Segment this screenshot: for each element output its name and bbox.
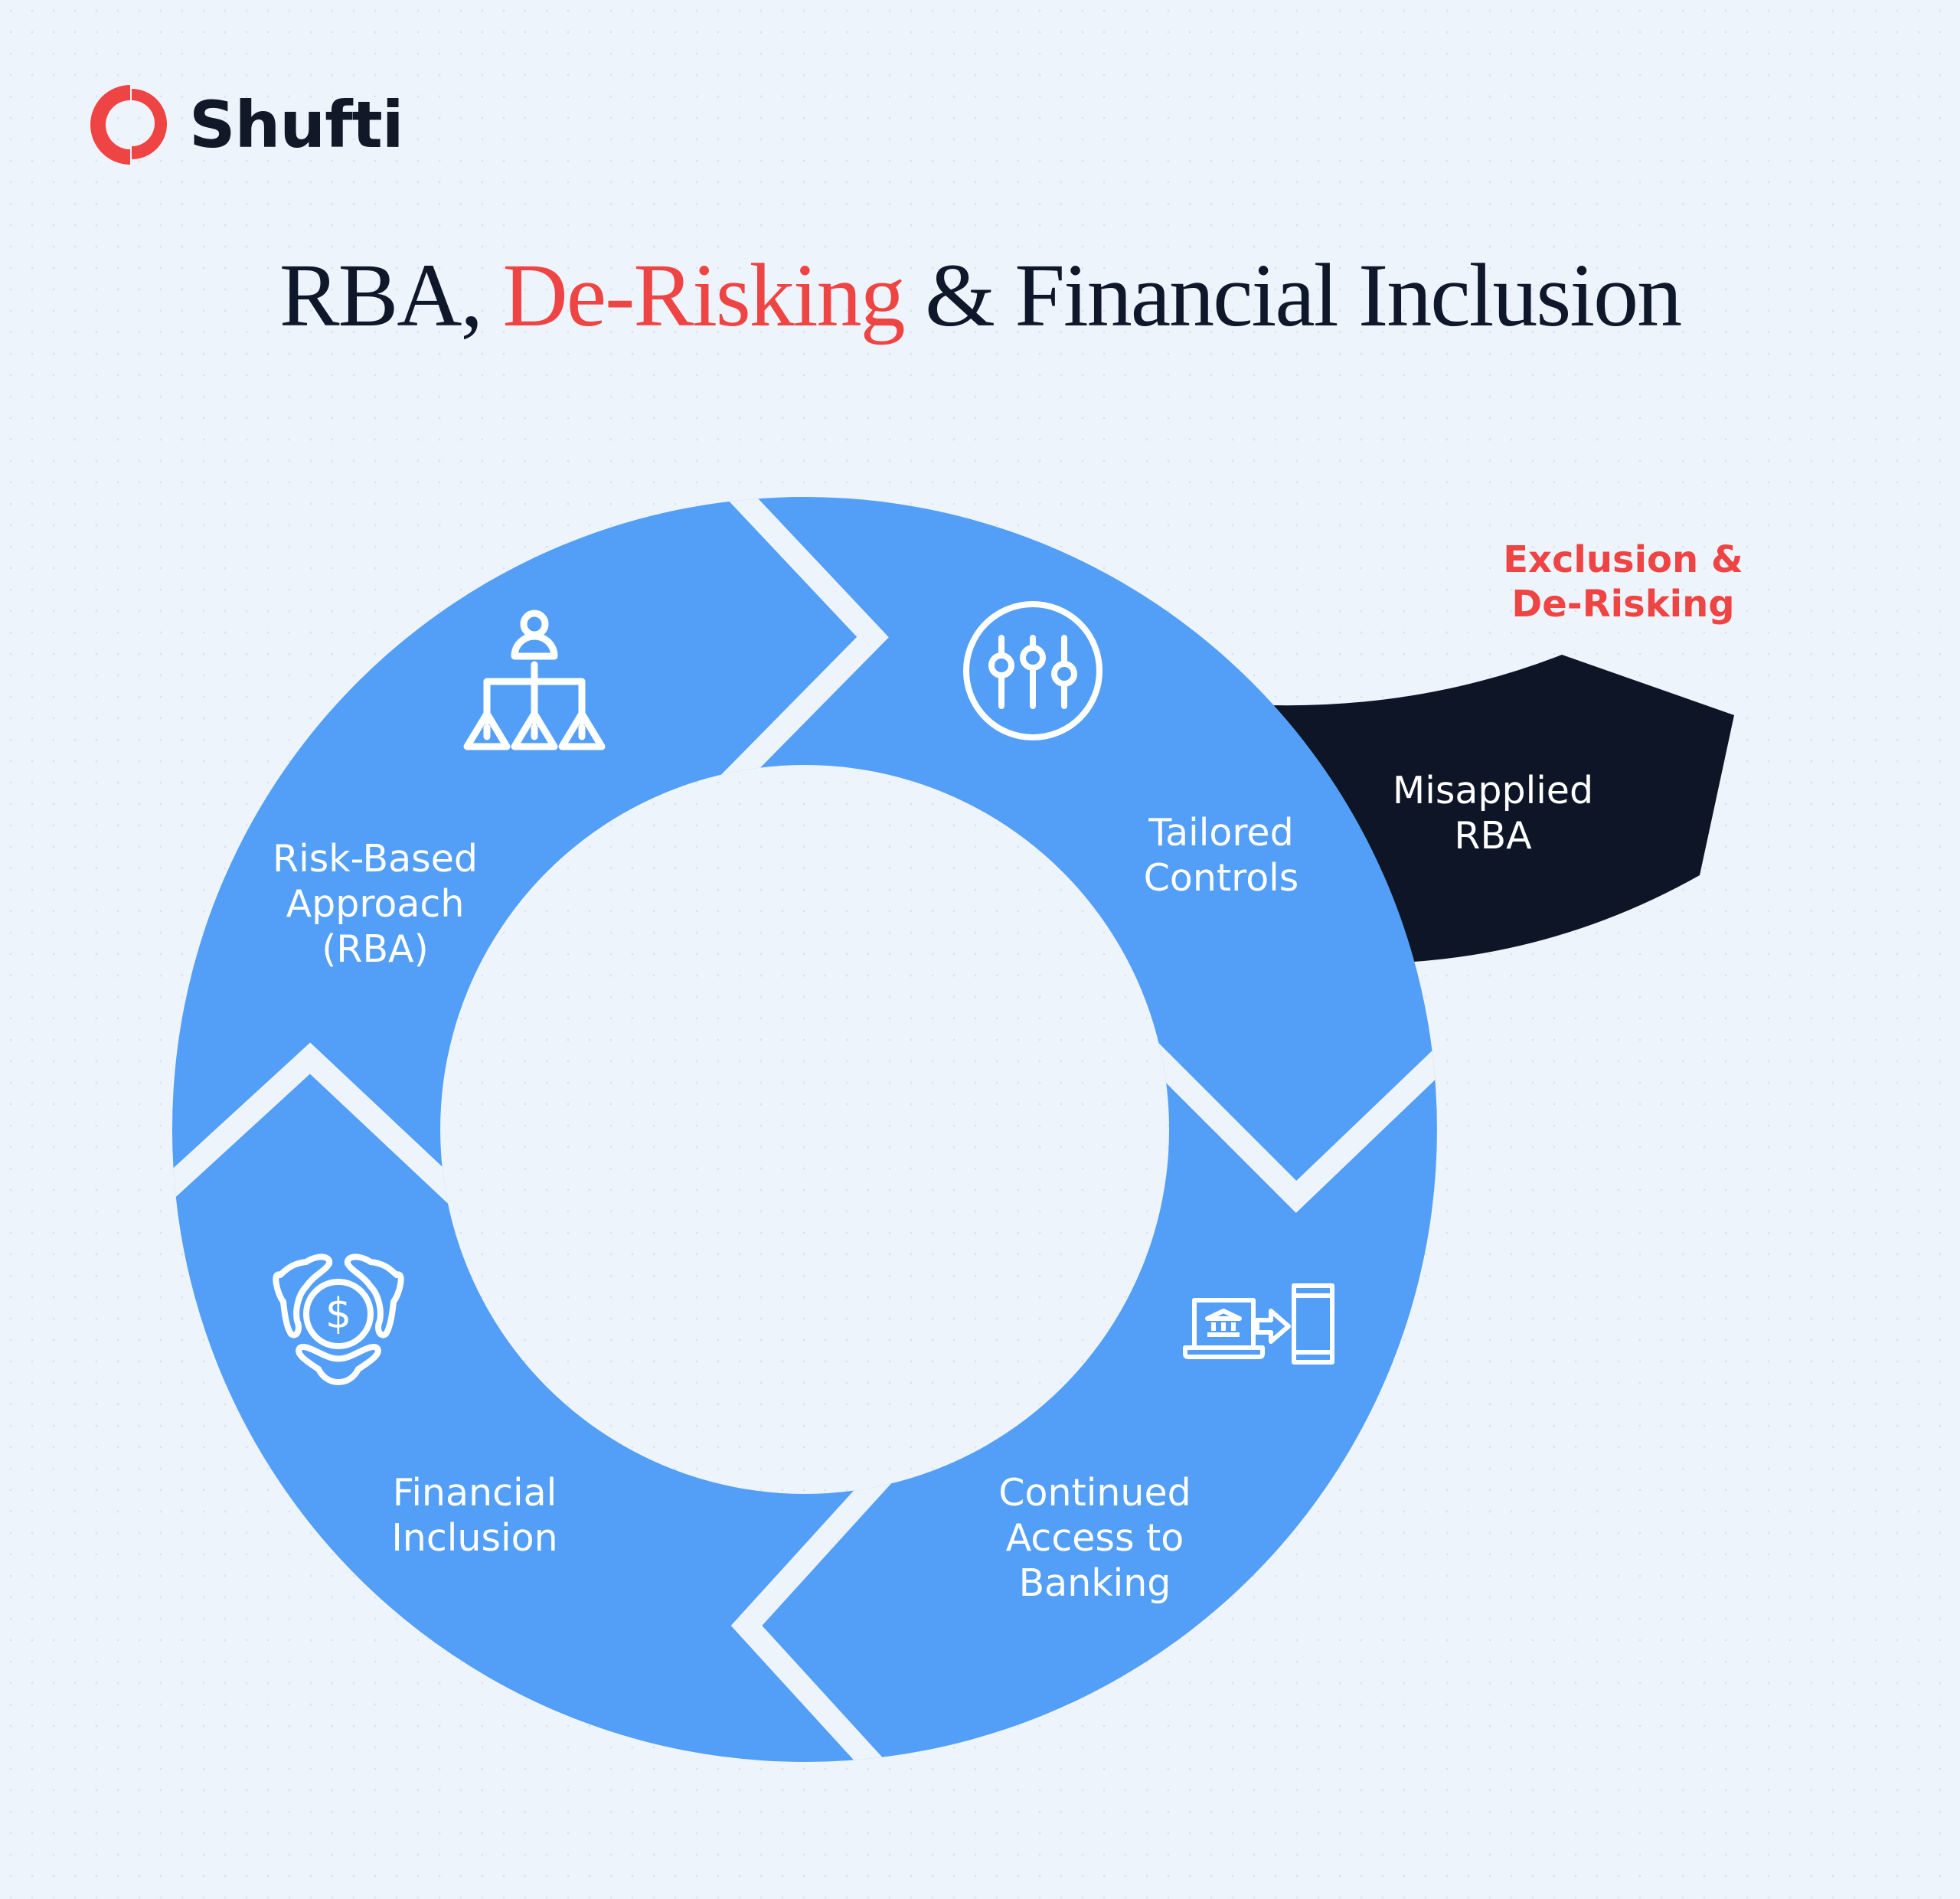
outcome-label-exclusion: Exclusion & De-Risking [1503,538,1743,626]
title-part2: & Financial Inclusion [903,245,1682,345]
title-part1: RBA, [279,245,503,345]
brand-name: Shufti [189,87,404,162]
separator-top [715,497,889,797]
step-label-continued-access: Continued Access to Banking [998,1471,1191,1605]
separator-bottom [730,1466,893,1762]
title-accent: De-Risking [502,245,906,345]
cycle-ring [172,497,1437,1762]
shufti-ring-logo-icon [90,84,167,165]
step-label-financial-inclusion: Financial Inclusion [391,1471,558,1560]
separator-right [1140,1033,1437,1213]
bank-to-mobile-icon [1183,1283,1334,1365]
page-title: RBA, De-Risking & Financial Inclusion [0,244,1960,348]
step-label-tailored-controls: Tailored Controls [1143,811,1299,900]
hands-dollar-icon: $ [273,1253,404,1385]
separator-left [172,1042,472,1211]
shufti-logo: Shufti [88,80,404,168]
branch-label-misapplied-rba: Misapplied RBA [1392,769,1594,858]
hierarchy-warning-icon [463,610,606,750]
sliders-icon [963,601,1102,740]
step-label-rba: Risk-Based Approach (RBA) [273,837,478,971]
svg-text:$: $ [325,1289,351,1338]
